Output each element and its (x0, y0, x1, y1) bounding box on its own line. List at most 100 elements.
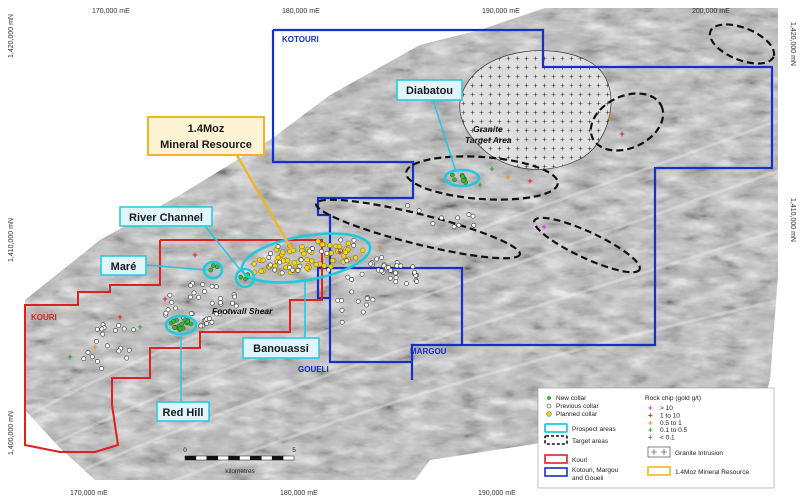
previous-collar (404, 281, 409, 286)
previous-collar (451, 224, 457, 230)
target-area (708, 23, 776, 65)
scale-unit-label: kilometres (225, 468, 255, 475)
granite-intrusion (459, 50, 612, 170)
planned-collar (304, 265, 310, 271)
planned-collar (321, 263, 327, 269)
previous-collar (209, 319, 215, 325)
previous-collar (112, 327, 118, 333)
previous-collar (295, 268, 301, 273)
previous-collar (370, 297, 376, 303)
scale-bar-segment (282, 455, 295, 461)
scale-bar-segment (250, 455, 262, 461)
previous-collar (198, 323, 204, 329)
previous-collar (405, 203, 411, 209)
drill-collars: +++++++++++++++ (67, 112, 625, 371)
legend-prospect-swatch (544, 423, 568, 433)
previous-collar (410, 264, 416, 270)
previous-collar (394, 263, 400, 269)
legend-target-swatch (544, 435, 568, 445)
previous-collar (100, 331, 106, 337)
previous-collar (349, 276, 354, 282)
scale-bar-segment (239, 455, 251, 461)
easting-bottom-label: 190,000 mE (478, 490, 516, 497)
legend-new-collar-swatch (547, 396, 551, 400)
kouri-boundary (24, 239, 323, 453)
callout-red-hill: Red Hill (156, 401, 210, 422)
northing-right-label: 1,410,000 mN (789, 198, 796, 242)
grid-labels: 170,000 mE 180,000 mE 190,000 mE 200,000… (8, 8, 796, 497)
previous-collar (337, 248, 343, 254)
previous-collar (163, 310, 169, 316)
previous-collar (196, 294, 202, 300)
target-area (533, 216, 641, 274)
previous-collar (324, 250, 330, 256)
callout-resource-line1: 1.4Moz (188, 123, 225, 135)
previous-collar (379, 268, 384, 274)
previous-collar (393, 270, 398, 276)
previous-collar (277, 259, 283, 265)
rock-chip-sample: + (117, 312, 122, 322)
previous-collar (218, 296, 223, 301)
legend-rock-chip-range: < 0.1 (660, 435, 675, 442)
previous-collar (266, 255, 272, 260)
legend-rock-chip-range: 0.1 to 0.5 (660, 427, 687, 434)
target-area (405, 155, 559, 201)
previous-collar (124, 355, 129, 361)
northing-left-label: 1,400,000 mN (8, 411, 15, 455)
previous-collar (351, 242, 357, 248)
granite-target-label: Target Area (465, 135, 512, 145)
rock-chip-sample: + (477, 180, 482, 190)
scale-bar-segment (228, 455, 240, 461)
legend-planned-collar-swatch (546, 411, 552, 417)
rock-chip-sample: + (337, 247, 342, 257)
previous-collar (297, 263, 303, 269)
previous-collar (131, 327, 137, 333)
previous-collar (275, 244, 281, 249)
legend-rock-chip-symbol: + (648, 404, 653, 413)
previous-collar (379, 255, 385, 260)
previous-collar (167, 292, 173, 298)
callout-diabatou: Diabatou (396, 79, 463, 101)
easting-top-label: 180,000 mE (282, 8, 320, 15)
previous-collar (360, 309, 366, 315)
previous-collar (398, 263, 404, 269)
planned-collar (275, 254, 281, 261)
previous-collar (94, 338, 99, 344)
easting-bottom-label: 170,000 mE (70, 490, 108, 497)
northing-left-label: 1,410,000 mN (8, 218, 15, 262)
new-collar (460, 174, 465, 180)
legend-rock-chip-range: 1 to 10 (660, 412, 680, 419)
callout-mare: Maré (100, 255, 147, 276)
margou-label: MARGOU (410, 347, 447, 356)
previous-collar (95, 359, 100, 364)
previous-collar (414, 279, 420, 284)
scale-bar: 0 5 kilometres (183, 447, 296, 475)
planned-collar (301, 251, 307, 257)
rock-chip-sample: + (619, 129, 624, 139)
planned-collar (251, 261, 257, 267)
previous-collar (188, 311, 194, 316)
previous-collar (99, 366, 104, 371)
legend-granite-intrusion: Granite Intrusion (675, 450, 723, 457)
kotouri-margou-goueli-boundary (271, 28, 774, 347)
previous-collar (126, 347, 132, 353)
previous-collar (165, 307, 171, 313)
legend-previous-collar: Previous collar (556, 403, 599, 410)
previous-collar (188, 283, 194, 289)
previous-collar (368, 261, 374, 267)
scale-bar-segment (271, 455, 284, 461)
planned-collar (260, 257, 266, 263)
prospect-area-river-channel (234, 267, 256, 289)
callout-resource-line2: Mineral Resource (160, 139, 252, 151)
goueli-boundary-segment (328, 298, 462, 380)
legend-resource-swatch (647, 466, 671, 476)
previous-collar (385, 265, 391, 270)
new-collar (452, 177, 457, 183)
callout-river-channel-text: River Channel (129, 212, 203, 224)
planned-collar (345, 240, 352, 246)
previous-collar (116, 348, 122, 354)
scale-start-label: 0 (183, 447, 187, 454)
planned-collar (285, 257, 291, 264)
rock-chip-sample: + (162, 294, 167, 304)
easting-bottom-label: 180,000 mE (280, 490, 318, 497)
